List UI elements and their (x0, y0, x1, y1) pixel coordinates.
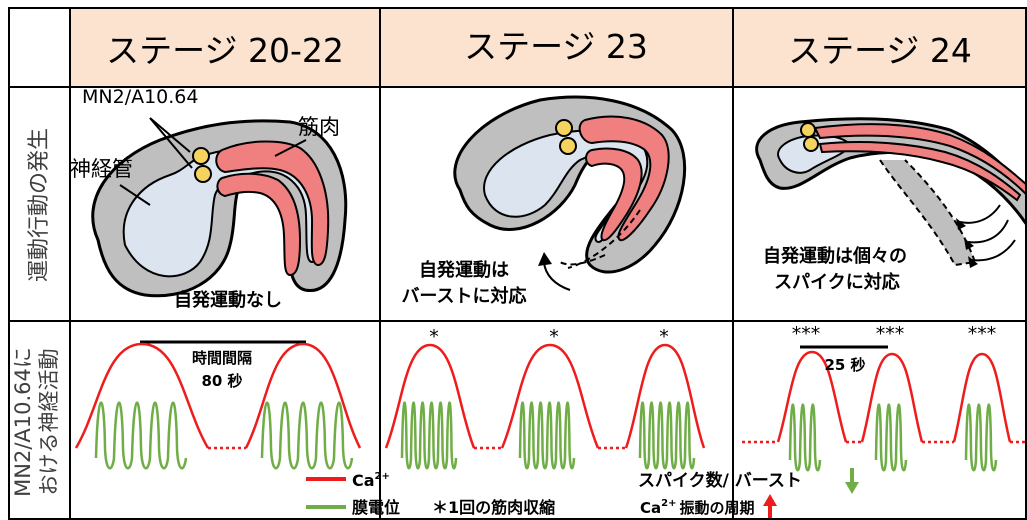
movement-outline (567, 209, 641, 269)
asterisk-contraction: * (429, 326, 439, 348)
muscle-band-inner (216, 172, 302, 277)
membrane-trace (518, 401, 576, 470)
label-stage2-note-line2: バーストに対応 (401, 285, 526, 307)
membrane-trace (260, 401, 354, 470)
muscle-band-outer (813, 123, 1027, 197)
asterisk-contraction: *** (792, 323, 821, 345)
legend-ca-period-prefix: Ca (640, 499, 661, 517)
movement-arrow (543, 261, 571, 291)
embryo-stage1 (91, 117, 348, 298)
label-interval-25: 25 秒 (824, 356, 865, 374)
row-label-activity-line1: MN2/A10.64に (11, 347, 35, 497)
muscle-band-inner (818, 141, 1022, 202)
neuron-cell (803, 136, 819, 152)
membrane-trace (400, 401, 458, 470)
legend-ca-text: Ca (352, 471, 375, 490)
ca-trace (776, 350, 848, 443)
ca-trace (384, 343, 476, 449)
ca-trace (74, 342, 210, 449)
asterisk-contraction: * (659, 326, 669, 348)
row-label-movement: 運動行動の発生 (27, 128, 52, 282)
movement-arrow (967, 219, 1009, 244)
header-stage1: ステージ 20-22 (106, 31, 344, 70)
neuron-cell (194, 165, 212, 183)
ca-trace (860, 352, 924, 443)
label-interval-line2: 80 秒 (201, 372, 242, 390)
asterisk-contraction: *** (968, 323, 997, 345)
arrowhead (956, 218, 966, 230)
pointer-arrow (119, 184, 151, 206)
header-cell-stage1 (70, 8, 380, 87)
membrane-trace (638, 401, 696, 470)
header-stage2: ステージ 23 (464, 27, 648, 66)
ca-trace (500, 343, 600, 449)
label-stage2-note-line1: 自発運動は (419, 259, 509, 281)
label-stage1-note: 自発運動なし (174, 289, 282, 311)
membrane-trace (788, 403, 822, 472)
row-label-activity-line2: おける神経活動 (37, 349, 61, 496)
label-stage3-note-line2: スパイクに対応 (774, 271, 900, 293)
arrowhead (968, 256, 978, 268)
activity-traces (74, 342, 1026, 472)
header-stage3: ステージ 24 (788, 31, 972, 70)
neuron-cell (800, 122, 816, 138)
legend-ca-sup: 2+ (375, 471, 390, 482)
legend-contraction: ＊1回の筋肉収縮 (432, 498, 555, 517)
label-neuron: MN2/A10.64 (82, 86, 199, 108)
legend-spikes-per-burst: スパイク数/ バースト (638, 470, 802, 491)
arrowhead (964, 238, 974, 250)
header-cell-stage3 (733, 8, 1027, 87)
neuron-cell (559, 137, 577, 155)
label-muscle: 筋肉 (298, 115, 340, 139)
arrow-down-green-icon (845, 468, 859, 494)
arrowhead (538, 252, 552, 266)
legend-ca: Ca2+ (352, 471, 390, 490)
ca-trace (244, 342, 362, 449)
table-grid (8, 7, 1027, 520)
muscle-band-inner (585, 147, 643, 242)
embryo-stage3 (755, 117, 1027, 268)
label-interval-line1: 時間間隔 (192, 349, 252, 367)
embryo-stage2 (453, 95, 687, 291)
legend-ca-period-suffix: 振動の周期 (679, 499, 754, 517)
pointer-arrow (149, 117, 191, 153)
neuron-cell (555, 119, 573, 137)
ca-trace (624, 343, 706, 449)
pointer-arrow (149, 117, 193, 169)
legend-membrane: 膜電位 (352, 498, 400, 517)
membrane-trace (874, 403, 908, 472)
movement-arrow (971, 239, 1016, 262)
membrane-trace (94, 401, 188, 470)
asterisk-contraction: * (549, 326, 559, 348)
muscle-band-outer (215, 140, 330, 267)
movement-outline (879, 159, 977, 267)
header-cell-stage2 (380, 8, 733, 87)
arrow-up-red-icon (763, 494, 777, 518)
label-neural-tube: 神経管 (70, 157, 133, 181)
ca-trace (952, 352, 1012, 443)
legend-ca-period: Ca2+振動の周期 (640, 498, 755, 517)
movement-arrow (959, 204, 1001, 224)
asterisk-contraction: *** (876, 323, 905, 345)
membrane-trace (964, 403, 998, 472)
legend-ca-period-sup: 2+ (661, 498, 676, 509)
pointer-arrow (274, 139, 307, 157)
neural-tube (122, 146, 324, 278)
label-stage3-note-line1: 自発運動は個々の (763, 245, 907, 267)
neuron-cell (192, 147, 210, 165)
